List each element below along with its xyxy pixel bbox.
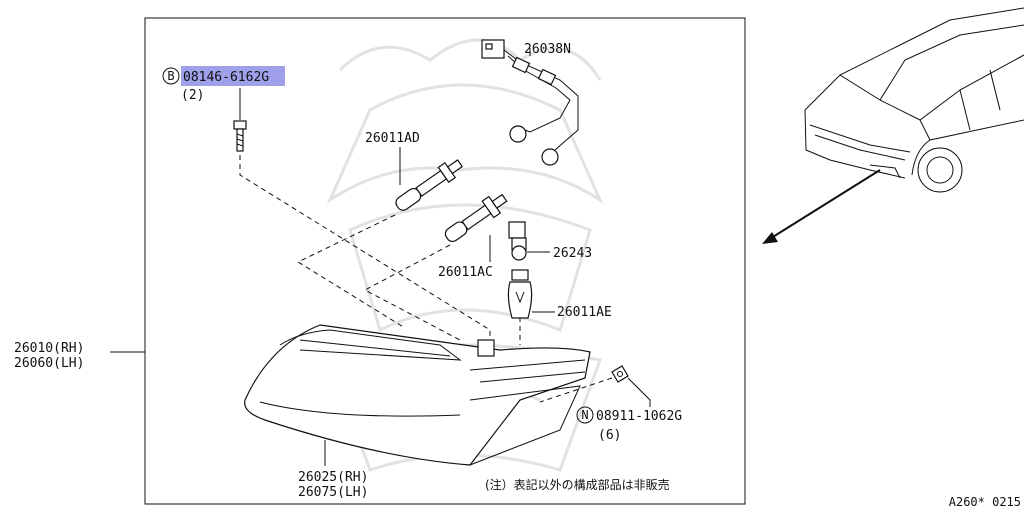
bulb-26011AC: 26011AC <box>438 193 508 280</box>
highlight-box <box>181 66 285 86</box>
bulb-ae-part-number[interactable]: 26011AE <box>557 305 612 320</box>
bolt-callout: B 08146-6162G (2) <box>162 66 285 120</box>
nut-prefix-circle: N <box>581 408 588 422</box>
bolt-icon <box>233 120 247 152</box>
headlamp-assembly <box>244 324 591 466</box>
bulb-26011AE: 26011AE <box>507 269 612 320</box>
assembly-lh-label[interactable]: 26060(LH) <box>14 356 84 371</box>
bolt-part-number[interactable]: 08146-6162G <box>183 70 269 85</box>
lens-rh-label[interactable]: 26025(RH) <box>298 470 368 485</box>
bulb-icon <box>507 269 533 319</box>
socket-icon <box>508 221 527 261</box>
bulb-icon <box>395 159 464 211</box>
nut-quantity: (6) <box>598 428 621 443</box>
harness-part-number[interactable]: 26038N <box>524 42 571 57</box>
drawing-code: A260* 0215 <box>949 495 1021 509</box>
bolt-prefix-circle: B <box>167 69 174 83</box>
harness-26038N: 26038N <box>481 39 579 166</box>
connector-icon <box>481 39 505 59</box>
socket-part-number[interactable]: 26243 <box>553 246 592 261</box>
bulb-ac-part-number[interactable]: 26011AC <box>438 265 493 280</box>
diagram-frame <box>144 17 746 505</box>
bulb-26011AD: 26011AD <box>365 131 464 211</box>
bulb-icon <box>444 193 508 243</box>
footnote: (注）表記以外の構成部品は非販売 <box>485 477 670 492</box>
assembly-rh-label[interactable]: 26010(RH) <box>14 341 84 356</box>
clip-nut: N 08911-1062G (6) <box>576 365 682 443</box>
nut-part-number[interactable]: 08911-1062G <box>596 409 682 424</box>
direction-arrow-icon <box>762 169 881 244</box>
car-icon <box>804 7 1024 193</box>
bulb-ad-part-number[interactable]: 26011AD <box>365 131 420 146</box>
socket-26243: 26243 <box>508 221 592 261</box>
lens-lh-label[interactable]: 26075(LH) <box>298 485 368 500</box>
bolt-quantity: (2) <box>181 88 204 103</box>
clip-nut-icon <box>611 365 629 383</box>
